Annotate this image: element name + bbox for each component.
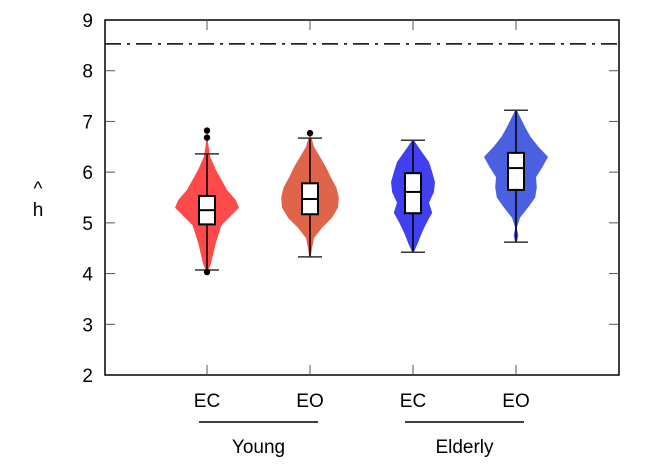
- y-tick-label: 6: [82, 163, 93, 184]
- violin-elderly-ec: [391, 139, 435, 254]
- plot-frame: [104, 19, 620, 376]
- y-axis-label-main: h: [33, 200, 44, 221]
- y-tick-label: 8: [82, 62, 93, 83]
- y-tick-label: 7: [82, 112, 93, 133]
- group-labels: Young Elderly: [199, 421, 524, 458]
- violin-young-ec: [175, 127, 239, 276]
- y-tick-label: 9: [82, 11, 93, 32]
- plot-border: [104, 19, 620, 376]
- group-label: Young: [232, 437, 285, 458]
- y-tick-label: 4: [82, 265, 93, 286]
- y-tick-label: 5: [82, 214, 93, 235]
- x-axis: EC EO EC EO: [194, 20, 530, 412]
- violin-series-layer: [175, 109, 548, 276]
- x-tick-label: EC: [400, 391, 426, 412]
- outlier-point: [306, 129, 314, 137]
- outlier-point: [203, 268, 211, 276]
- y-axis: 2 3 4 5 6 7 8 9: [82, 11, 619, 387]
- box-iqr: [507, 151, 525, 191]
- x-tick-label: EO: [296, 391, 323, 412]
- y-tick-label: 3: [82, 315, 93, 336]
- violin-elderly-eo: [484, 109, 548, 243]
- x-tick-label: EO: [502, 391, 529, 412]
- box-iqr: [404, 172, 422, 215]
- group-label: Elderly: [435, 437, 494, 458]
- y-axis-label: ^ h: [33, 179, 44, 221]
- y-axis-label-accent: ^: [34, 179, 43, 200]
- outlier-point: [203, 127, 211, 134]
- violin-young-eo: [281, 129, 339, 258]
- y-tick-label: 2: [82, 366, 93, 387]
- outlier-point: [203, 134, 211, 141]
- x-tick-label: EC: [194, 391, 220, 412]
